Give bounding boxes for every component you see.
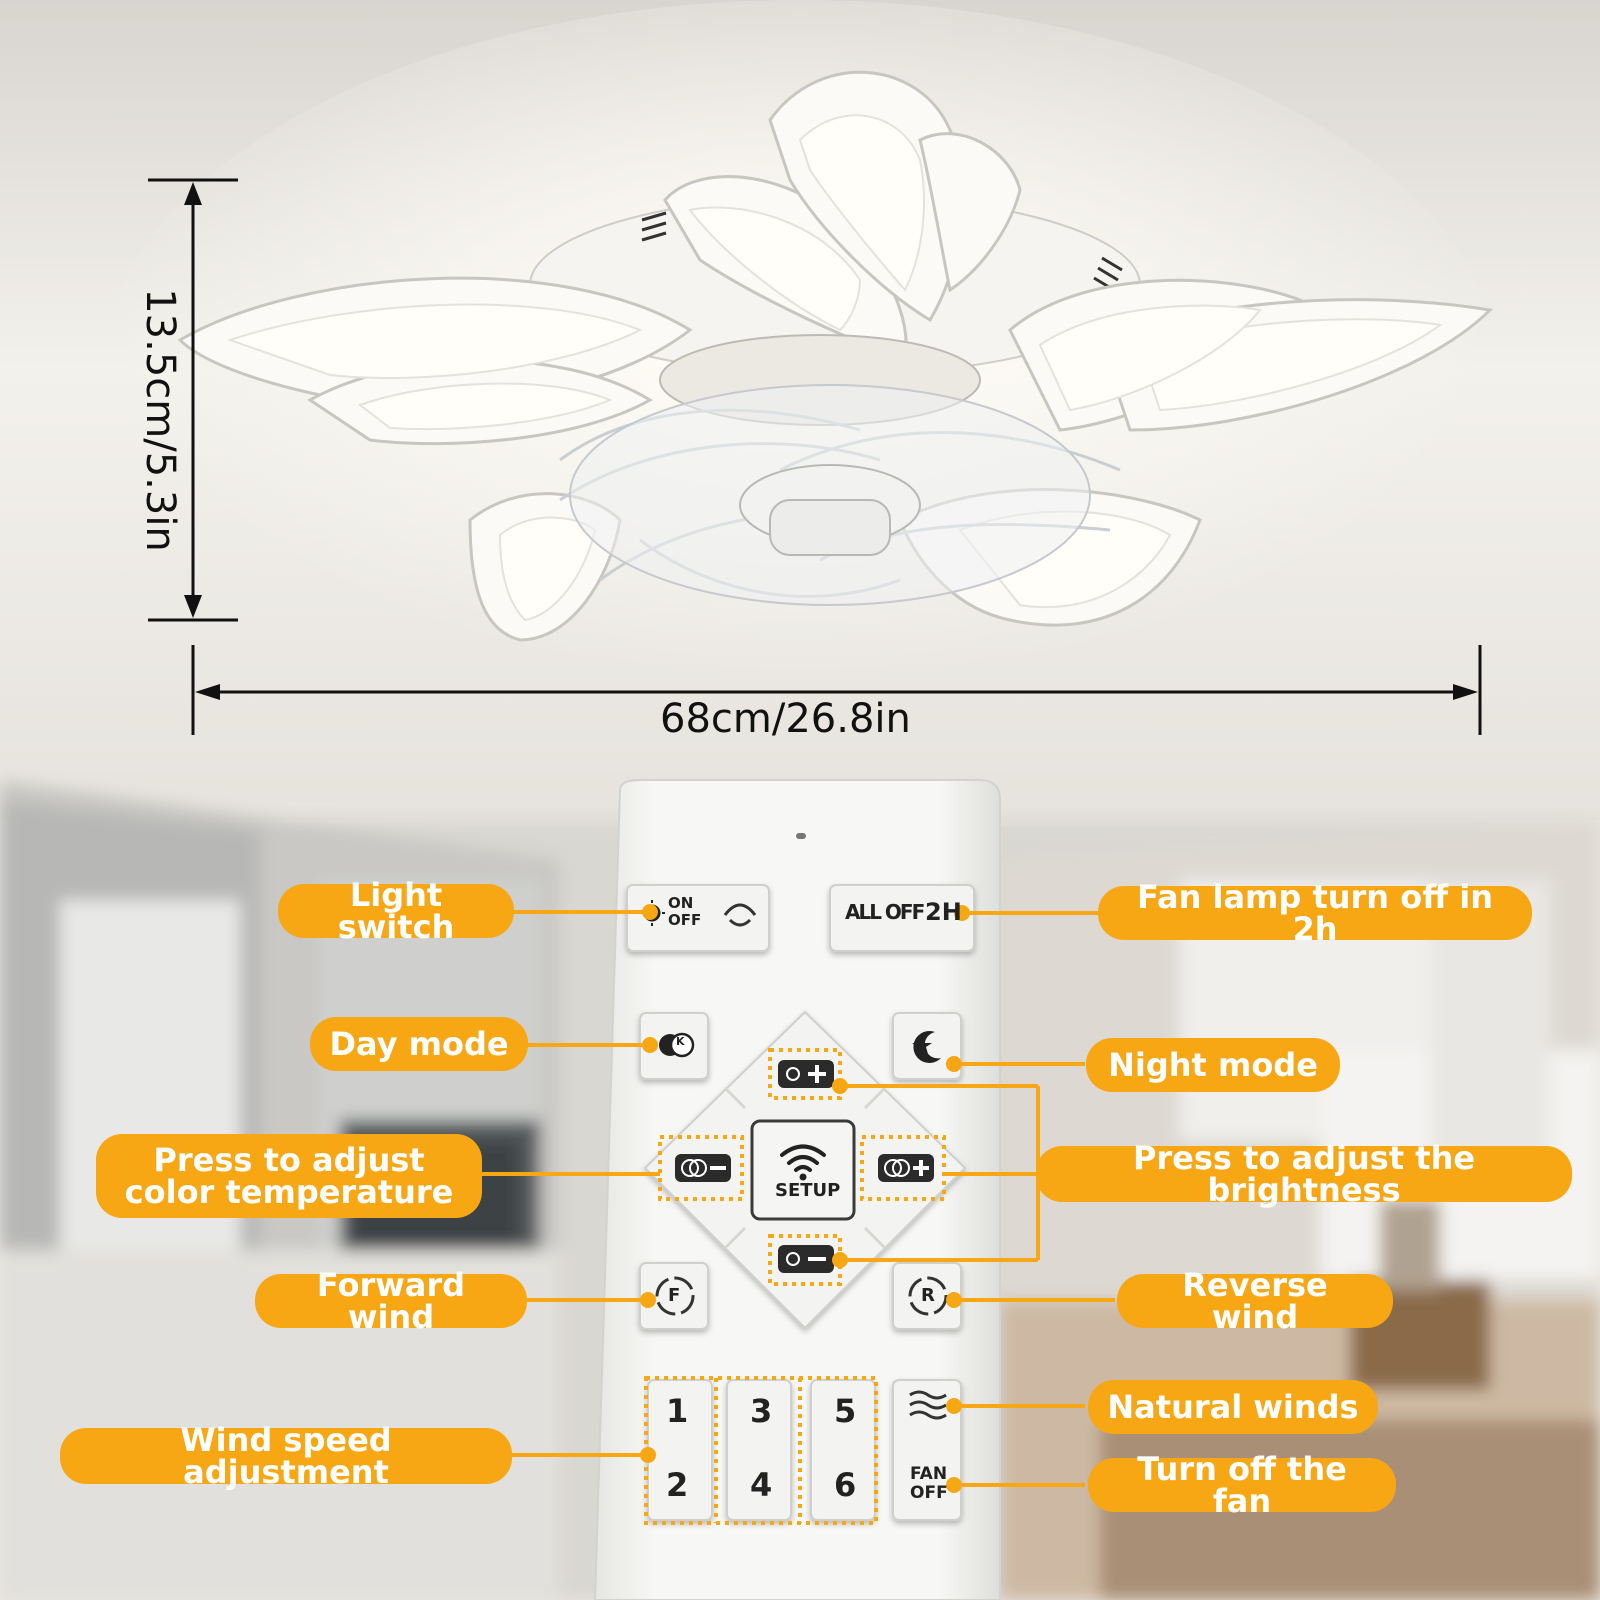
speed-5-button[interactable]: 5 <box>834 1392 857 1430</box>
day-mode-callout: Day mode <box>310 1017 528 1071</box>
reverse-wind-callout: Reverse wind <box>1117 1269 1393 1333</box>
dimension-lines <box>148 178 1482 735</box>
all-off-text[interactable]: ALL OFF <box>845 900 925 924</box>
on-off-text[interactable]: ON OFF <box>668 894 702 929</box>
all-off-2h-button <box>829 884 975 952</box>
fan-off-button[interactable]: FAN OFF <box>910 1464 948 1503</box>
brightness-callout: Press to adjust the brightness <box>1036 1142 1572 1206</box>
light-switch-button <box>626 884 770 952</box>
speed-3-button[interactable]: 3 <box>750 1392 773 1430</box>
two-hour-text[interactable]: 2H <box>925 898 962 926</box>
callout-leaders <box>480 904 1115 1493</box>
remote-control <box>593 779 1001 1600</box>
reverse-wind-button-text[interactable]: R <box>921 1285 935 1306</box>
ceiling-fan-light <box>177 70 1494 642</box>
forward-wind-callout: Forward wind <box>255 1269 527 1333</box>
color-temperature-callout: Press to adjust color temperature <box>96 1134 482 1218</box>
speed-4-button[interactable]: 4 <box>750 1466 773 1504</box>
speed-6-button[interactable]: 6 <box>834 1466 857 1504</box>
forward-wind-button <box>639 1262 709 1330</box>
light-switch-callout: Light switch <box>278 879 514 943</box>
speed-2-button[interactable]: 2 <box>666 1466 689 1504</box>
turn-off-fan-callout: Turn off the fan <box>1088 1453 1396 1517</box>
fan-lamp-off-2h-callout: Fan lamp turn off in 2h <box>1098 881 1532 945</box>
natural-winds-callout: Natural winds <box>1088 1380 1378 1434</box>
height-dimension-label: 13.5cm/5.3in <box>137 288 183 552</box>
forward-wind-button-text[interactable]: F <box>668 1285 681 1306</box>
setup-button[interactable]: SETUP <box>775 1180 841 1201</box>
speed-1-button[interactable]: 1 <box>666 1392 689 1430</box>
day-mode-k-text: K <box>676 1035 685 1048</box>
night-mode-callout: Night mode <box>1086 1038 1340 1092</box>
width-dimension-label: 68cm/26.8in <box>660 696 911 742</box>
reverse-wind-button <box>892 1262 962 1330</box>
wind-speed-callout: Wind speed adjustment <box>60 1424 512 1488</box>
